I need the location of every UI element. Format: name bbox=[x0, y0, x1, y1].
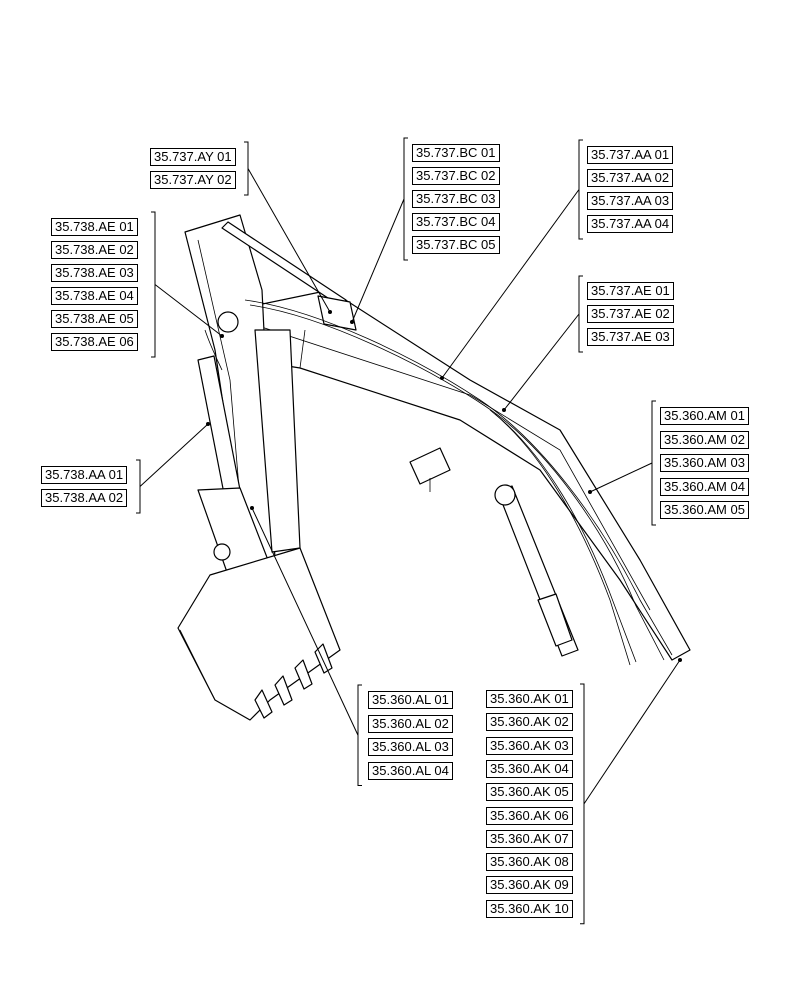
part-reference-label[interactable]: 35.738.AE 01 bbox=[51, 218, 138, 236]
part-reference-label[interactable]: 35.737.AA 04 bbox=[587, 215, 674, 233]
leader-line bbox=[441, 189, 580, 379]
part-reference-label[interactable]: 35.360.AM 03 bbox=[660, 454, 749, 472]
part-reference-label[interactable]: 35.360.AK 01 bbox=[486, 690, 573, 708]
part-reference-label[interactable]: 35.737.BC 01 bbox=[412, 144, 500, 162]
part-reference-label[interactable]: 35.360.AM 02 bbox=[660, 430, 749, 449]
work-light bbox=[409, 447, 451, 492]
leader-dot bbox=[250, 506, 254, 510]
part-reference-label[interactable]: 35.738.AA 02 bbox=[41, 489, 128, 507]
leader-dot bbox=[350, 320, 354, 324]
label-bracket bbox=[357, 684, 362, 786]
part-reference-label[interactable]: 35.360.AK 03 bbox=[486, 736, 573, 755]
part-reference-label[interactable]: 35.360.AK 06 bbox=[486, 806, 573, 825]
leader-line bbox=[351, 198, 405, 323]
part-reference-label[interactable]: 35.738.AE 02 bbox=[51, 241, 138, 259]
leader-dot bbox=[440, 376, 444, 380]
label-bracket bbox=[244, 141, 249, 196]
part-reference-label[interactable]: 35.360.AK 08 bbox=[486, 853, 573, 872]
label-bracket bbox=[403, 137, 408, 261]
label-bracket bbox=[580, 683, 585, 925]
leader-dot bbox=[678, 658, 682, 662]
part-reference-label[interactable]: 35.738.AE 06 bbox=[51, 333, 138, 351]
bucket bbox=[177, 547, 341, 721]
leader-line bbox=[247, 168, 331, 313]
part-reference-label[interactable]: 35.737.AA 02 bbox=[587, 169, 674, 187]
part-reference-label[interactable]: 35.737.BC 04 bbox=[412, 213, 500, 231]
leader-dot bbox=[220, 334, 224, 338]
part-reference-label[interactable]: 35.360.AL 03 bbox=[368, 738, 453, 756]
label-bracket bbox=[136, 459, 141, 514]
leader-line bbox=[251, 507, 359, 736]
part-reference-label[interactable]: 35.737.BC 02 bbox=[412, 167, 500, 185]
part-reference-label[interactable]: 35.737.AY 02 bbox=[150, 171, 236, 189]
leader-dot bbox=[206, 422, 210, 426]
part-reference-label[interactable]: 35.737.AE 03 bbox=[587, 328, 674, 346]
part-reference-label[interactable]: 35.360.AL 04 bbox=[368, 761, 453, 780]
part-reference-label[interactable]: 35.737.AE 01 bbox=[587, 282, 674, 300]
part-reference-label[interactable]: 35.360.AK 02 bbox=[486, 713, 573, 732]
part-reference-label[interactable]: 35.360.AK 10 bbox=[486, 899, 573, 918]
part-reference-label[interactable]: 35.737.AE 02 bbox=[587, 305, 674, 323]
leader-line bbox=[503, 313, 580, 411]
label-bracket bbox=[578, 139, 583, 240]
part-reference-label[interactable]: 35.360.AM 01 bbox=[660, 407, 749, 425]
part-reference-label[interactable]: 35.360.AL 01 bbox=[368, 691, 453, 709]
part-reference-label[interactable]: 35.738.AE 03 bbox=[51, 264, 138, 282]
part-reference-label[interactable]: 35.738.AE 04 bbox=[51, 287, 138, 305]
part-reference-label[interactable]: 35.737.AA 01 bbox=[587, 146, 674, 164]
part-reference-label[interactable]: 35.737.BC 03 bbox=[412, 190, 500, 208]
part-reference-label[interactable]: 35.737.BC 05 bbox=[412, 236, 500, 254]
part-reference-label[interactable]: 35.360.AK 05 bbox=[486, 783, 573, 802]
part-reference-label[interactable]: 35.360.AM 05 bbox=[660, 501, 749, 519]
leader-line bbox=[154, 284, 223, 337]
part-reference-label[interactable]: 35.738.AA 01 bbox=[41, 466, 128, 484]
part-reference-label[interactable]: 35.737.AY 01 bbox=[150, 148, 236, 166]
leader-line bbox=[589, 462, 653, 493]
boom bbox=[223, 289, 691, 661]
part-reference-label[interactable]: 35.360.AK 07 bbox=[486, 829, 573, 848]
boom-cylinder bbox=[494, 484, 579, 657]
part-reference-label[interactable]: 35.360.AK 09 bbox=[486, 876, 573, 895]
leader-line bbox=[583, 659, 681, 805]
label-bracket bbox=[578, 275, 583, 353]
part-reference-label[interactable]: 35.360.AM 04 bbox=[660, 477, 749, 496]
leader-dot bbox=[502, 408, 506, 412]
bucket-linkage bbox=[197, 311, 269, 584]
label-bracket bbox=[651, 400, 656, 526]
part-reference-label[interactable]: 35.360.AK 04 bbox=[486, 759, 573, 778]
part-reference-label[interactable]: 35.360.AL 02 bbox=[368, 714, 453, 733]
leader-dot bbox=[328, 310, 332, 314]
part-reference-label[interactable]: 35.738.AE 05 bbox=[51, 310, 138, 328]
leader-dot bbox=[588, 490, 592, 494]
leader-line bbox=[139, 423, 209, 487]
part-reference-label[interactable]: 35.737.AA 03 bbox=[587, 192, 674, 210]
label-bracket bbox=[151, 211, 156, 358]
hydraulic-hoses bbox=[204, 299, 673, 666]
